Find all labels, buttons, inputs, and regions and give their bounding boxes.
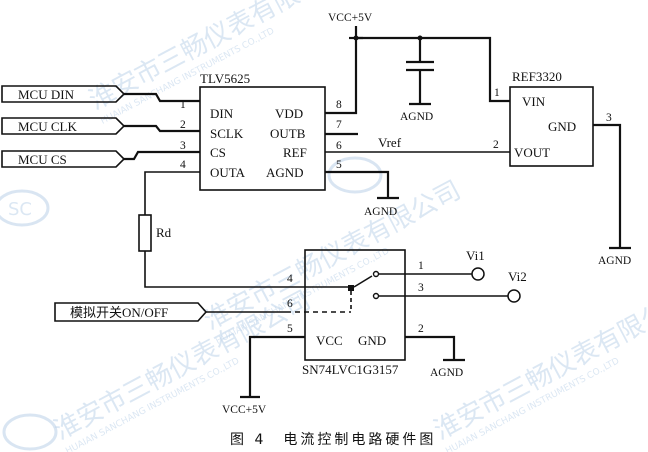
chip-ref3320-name: REF3320 — [512, 69, 562, 84]
tlv-num-6: 6 — [336, 140, 342, 152]
tlv-pin-sclk: SCLK — [210, 126, 244, 141]
signal-mcu-din: MCU DIN — [1, 85, 200, 103]
tlv-pin-ref: REF — [283, 145, 307, 160]
net-agnd-cap: AGND — [400, 111, 433, 123]
ref-pin-gnd: GND — [548, 119, 576, 134]
chip-sn74lvc1g3157: SN74LVC1G3157 VCC GND — [286, 249, 406, 377]
tlv-num-8: 8 — [336, 99, 342, 111]
resistor-rd — [138, 214, 152, 252]
ref-pin-vin: VIN — [522, 94, 546, 109]
chip-ref3320: REF3320 VIN GND VOUT 1 3 AGND — [494, 69, 631, 267]
resistor-rd-label: Rd — [156, 225, 172, 240]
net-vi2: 3 Vi2 — [378, 269, 527, 303]
tlv-pin-cs: CS — [210, 145, 226, 160]
signal-mcu-cs: MCU CS — [1, 150, 200, 168]
net-agnd-ref: AGND — [598, 255, 631, 267]
net-vcc-bottom: 5 VCC+5V — [222, 323, 305, 416]
sn-num-5: 5 — [287, 323, 293, 335]
net-vcc-top-label: VCC+5V — [328, 12, 373, 24]
tlv-num-5: 5 — [336, 159, 342, 171]
switch-pivot — [348, 285, 354, 291]
signal-mcu-clk: MCU CLK — [1, 117, 200, 135]
capacitor-decoupling: AGND — [400, 38, 434, 123]
ref-num-vout: 2 — [493, 139, 499, 151]
chip-tlv5625-name: TLV5625 — [200, 71, 250, 86]
sn-pin-gnd: GND — [358, 333, 386, 348]
sn-num-2: 2 — [418, 323, 424, 335]
net-vref-label: Vref — [378, 135, 402, 150]
terminal-vi2 — [507, 289, 521, 303]
tlv-pin-agnd: AGND — [266, 165, 304, 180]
ref-num-gnd: 3 — [606, 112, 612, 124]
net-agnd-tlv-label: AGND — [364, 206, 397, 218]
switch-contact-1 — [372, 270, 380, 278]
signal-mcu-din-label: MCU DIN — [18, 87, 75, 102]
net-vi1: 1 Vi1 — [378, 248, 485, 281]
net-vcc-top: VCC+5V — [325, 12, 510, 115]
tlv-num-7: 7 — [336, 119, 342, 131]
net-vcc-bottom-label: VCC+5V — [222, 404, 267, 416]
net-agnd-sn: 2 AGND — [405, 323, 465, 379]
tlv-num-3: 3 — [180, 140, 186, 152]
net-outa-rd: Rd 4 — [138, 171, 350, 288]
tlv-num-2: 2 — [180, 119, 186, 131]
switch-blade — [353, 275, 373, 288]
tlv-num-1: 1 — [180, 99, 186, 111]
sn-pin-vcc: VCC — [316, 333, 343, 348]
figure-caption: 图 4 电流控制电路硬件图 — [230, 432, 436, 448]
signal-analog-switch: 模拟开关ON/OFF 6 — [54, 298, 293, 322]
chip-sn74-name: SN74LVC1G3157 — [302, 362, 399, 377]
signal-analog-switch-label: 模拟开关ON/OFF — [70, 305, 168, 320]
sn-num-6: 6 — [287, 298, 293, 310]
tlv-pin-vdd: VDD — [275, 106, 303, 121]
net-vref: Vref 2 — [325, 135, 510, 153]
tlv-pin-din: DIN — [210, 106, 234, 121]
watermark-logo-text: SC — [8, 199, 32, 220]
net-agnd-tlv: AGND — [325, 170, 399, 218]
switch-contact-3 — [372, 292, 380, 300]
tlv-num-4: 4 — [180, 159, 186, 171]
terminal-vi1 — [471, 267, 485, 281]
sn-num-4: 4 — [287, 273, 293, 285]
tlv-pin-outa: OUTA — [210, 165, 246, 180]
net-vi2-label: Vi2 — [508, 269, 527, 284]
watermark-logo: SC — [0, 156, 383, 451]
signal-mcu-cs-label: MCU CS — [18, 152, 67, 167]
sn-num-3: 3 — [418, 282, 424, 294]
chip-tlv5625: TLV5625 DIN SCLK CS OUTA VDD OUTB REF AG… — [180, 71, 342, 191]
tlv-pin-outb: OUTB — [270, 126, 306, 141]
ref-pin-vout: VOUT — [514, 145, 550, 160]
sn-num-1: 1 — [418, 260, 424, 272]
net-vi1-label: Vi1 — [466, 248, 485, 263]
net-agnd-sn-label: AGND — [430, 367, 463, 379]
signal-mcu-clk-label: MCU CLK — [18, 119, 77, 134]
ref-num-vin: 1 — [494, 87, 500, 99]
